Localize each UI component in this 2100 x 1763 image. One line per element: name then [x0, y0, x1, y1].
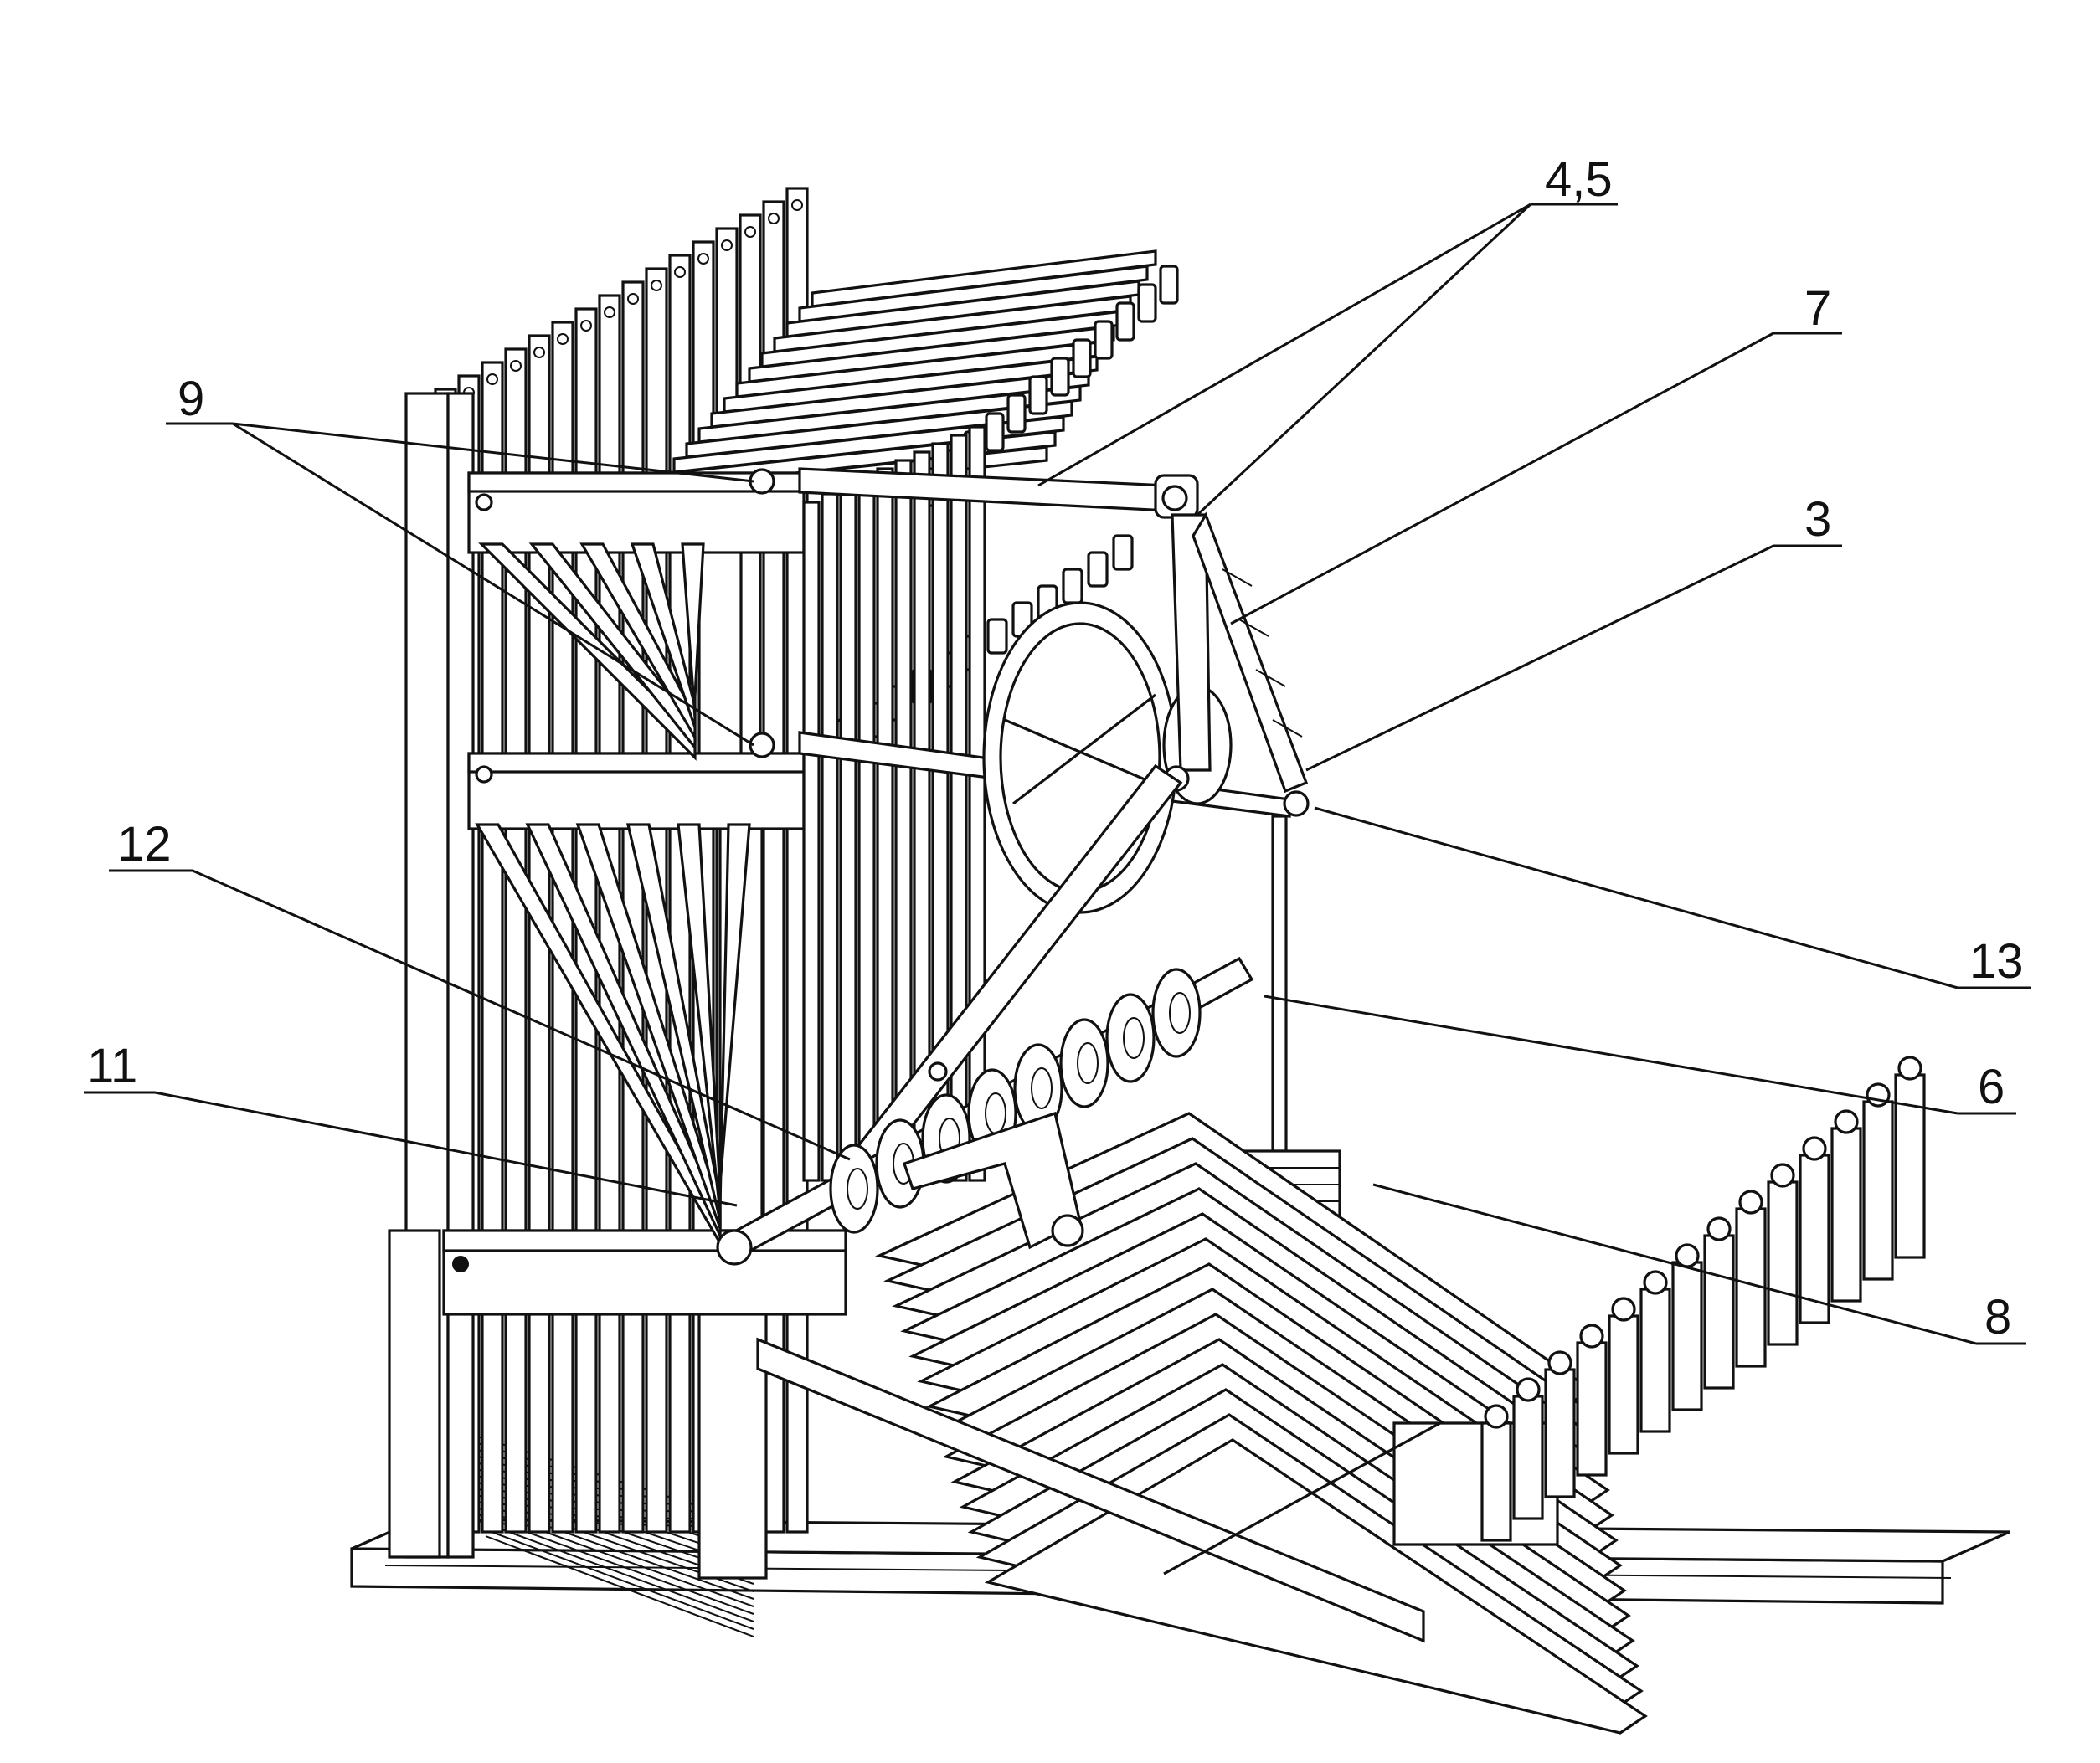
shaft-disc — [831, 1145, 878, 1232]
right-rack-roller — [1644, 1272, 1666, 1293]
right-rack-plate — [1705, 1236, 1733, 1388]
shaft-disc — [1107, 995, 1154, 1082]
center-vertical-bar — [878, 469, 893, 1180]
bracket — [1114, 536, 1132, 569]
bracket — [1063, 569, 1082, 603]
bracket — [1052, 358, 1068, 395]
bracket — [1030, 377, 1047, 414]
right-rack-roller — [1772, 1164, 1794, 1186]
callout-label-12: 12 — [117, 817, 172, 871]
shaft-disc — [1061, 1020, 1108, 1107]
bracket — [1161, 266, 1177, 303]
right-rack-plate — [1609, 1316, 1638, 1453]
lower-beam — [444, 1231, 846, 1314]
right-rack-plate — [1673, 1262, 1701, 1410]
center-vertical-bar — [804, 502, 819, 1180]
right-rack-plate — [1482, 1423, 1511, 1540]
right-rack-roller — [1708, 1218, 1730, 1240]
right-rack-roller — [1549, 1352, 1571, 1374]
callout-label-8: 8 — [1984, 1290, 2011, 1344]
right-rack-roller — [1835, 1111, 1857, 1133]
center-vertical-bar — [841, 486, 856, 1180]
right-rack-plate — [1546, 1370, 1574, 1497]
right-rack-roller — [1899, 1057, 1921, 1079]
callout-label-13: 13 — [1969, 934, 2024, 989]
right-rack-roller — [1676, 1245, 1698, 1267]
center-vertical-bar — [970, 427, 985, 1180]
right-front-rack — [1482, 1057, 1924, 1540]
right-rack-roller — [1485, 1406, 1507, 1427]
bracket — [986, 414, 1003, 450]
right-rack-plate — [1514, 1396, 1542, 1519]
shaft-disc — [1153, 969, 1200, 1056]
right-rack-roller — [1804, 1138, 1825, 1159]
callout-label-11: 11 — [87, 1039, 137, 1093]
triangular-frame — [1165, 515, 1308, 815]
callout-label-9: 9 — [178, 372, 204, 426]
right-rack-roller — [1613, 1298, 1634, 1320]
bracket — [1139, 285, 1156, 321]
callout-label-3: 3 — [1804, 492, 1831, 547]
right-rack-plate — [1768, 1182, 1797, 1344]
right-rack-plate — [1864, 1102, 1892, 1279]
right-rack-plate — [1578, 1343, 1606, 1475]
bracket — [1095, 321, 1112, 358]
bracket — [1008, 395, 1025, 432]
bracket — [1089, 553, 1107, 586]
right-rack-roller — [1581, 1325, 1603, 1347]
center-vertical-bar — [859, 477, 874, 1180]
center-vertical-bar — [822, 494, 837, 1180]
right-rack-roller — [1740, 1191, 1762, 1213]
right-rack-roller — [1867, 1084, 1889, 1106]
right-rack-roller — [1517, 1379, 1539, 1401]
callout-label-6: 6 — [1978, 1060, 2005, 1114]
bracket — [988, 619, 1006, 653]
bracket — [1073, 340, 1090, 377]
center-vertical-bar — [896, 460, 911, 1180]
bracket — [1117, 303, 1134, 340]
callout-label-7: 7 — [1804, 281, 1831, 336]
right-rack-plate — [1832, 1128, 1861, 1301]
middle-beam — [469, 753, 804, 829]
right-rack-plate — [1641, 1289, 1670, 1431]
right-rack-plate — [1896, 1075, 1924, 1257]
callout-label-4-5: 4,5 — [1545, 152, 1613, 207]
